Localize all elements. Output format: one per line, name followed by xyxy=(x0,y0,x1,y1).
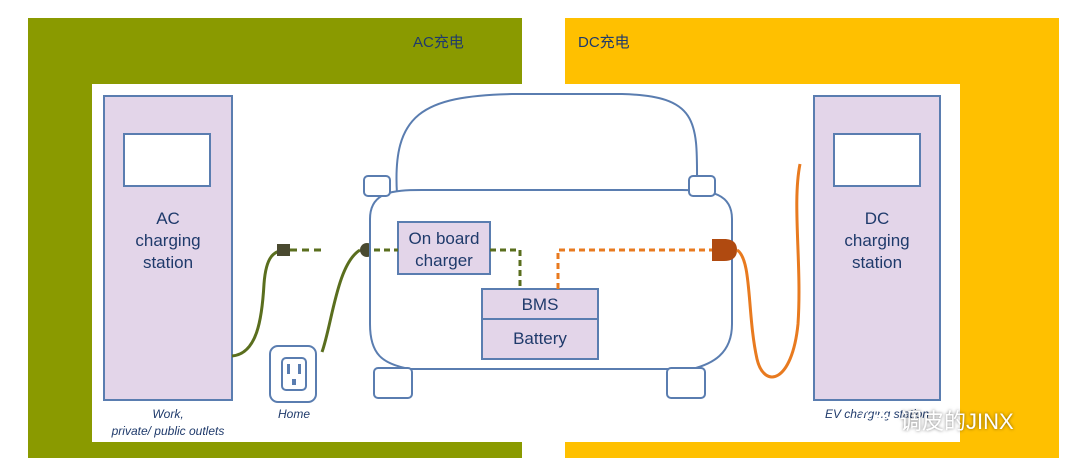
dc-station-line-3: station xyxy=(852,253,902,272)
outlet-slot-right xyxy=(298,364,301,374)
outlet-slot-left xyxy=(287,364,290,374)
charging-diagram: AC charging station On xyxy=(92,84,960,442)
car-mirror-left xyxy=(363,175,391,197)
outlet-ground xyxy=(292,379,296,385)
caption-home: Home xyxy=(278,407,310,421)
ac-station-line-3: station xyxy=(143,253,193,272)
car-mirror-right xyxy=(688,175,716,197)
ac-station-line-2: charging xyxy=(135,231,200,250)
charger-to-bms-dashes xyxy=(490,248,522,289)
dc-panel-label: DC充电 xyxy=(578,34,630,51)
dc-charging-station: DC charging station xyxy=(813,95,941,401)
caption-work-line-1: Work, xyxy=(152,407,183,421)
caption-ev-station: EV charging station xyxy=(825,407,929,421)
diagram-canvas: AC charging station On xyxy=(103,93,941,438)
watermark: 调皮的JINX xyxy=(860,404,1014,436)
home-outlet xyxy=(269,345,317,403)
dc-cable xyxy=(735,163,802,379)
onboard-charger-line-1: On board xyxy=(409,229,480,248)
ac-station-line-1: AC xyxy=(156,209,180,228)
car-wheel-right xyxy=(666,367,706,399)
battery-box xyxy=(481,318,599,360)
watermark-text: 调皮的JINX xyxy=(900,409,1014,434)
wechat-icon xyxy=(861,408,892,432)
battery-label: Battery xyxy=(513,329,567,348)
dc-station-line-2: charging xyxy=(844,231,909,250)
bms-label: BMS xyxy=(522,295,559,314)
ac-charging-station: AC charging station xyxy=(103,95,233,401)
ac-panel-label: AC充电 xyxy=(413,34,464,51)
dc-station-line-1: DC xyxy=(865,209,890,228)
ac-station-screen xyxy=(123,133,211,187)
ac-cable xyxy=(231,248,288,358)
caption-work-line-2: private/ public outlets xyxy=(111,424,225,438)
dc-station-screen xyxy=(833,133,921,187)
onboard-charger-line-2: charger xyxy=(415,251,473,270)
home-cable xyxy=(320,248,361,353)
dc-plug xyxy=(712,239,737,261)
bms-box xyxy=(481,288,599,320)
onboard-charger-box xyxy=(397,221,491,275)
dc-internal-dashes xyxy=(556,248,712,289)
home-outlet-face xyxy=(281,357,307,391)
car-wheel-left xyxy=(373,367,413,399)
car-roof xyxy=(395,93,699,195)
ac-plug xyxy=(277,244,290,256)
